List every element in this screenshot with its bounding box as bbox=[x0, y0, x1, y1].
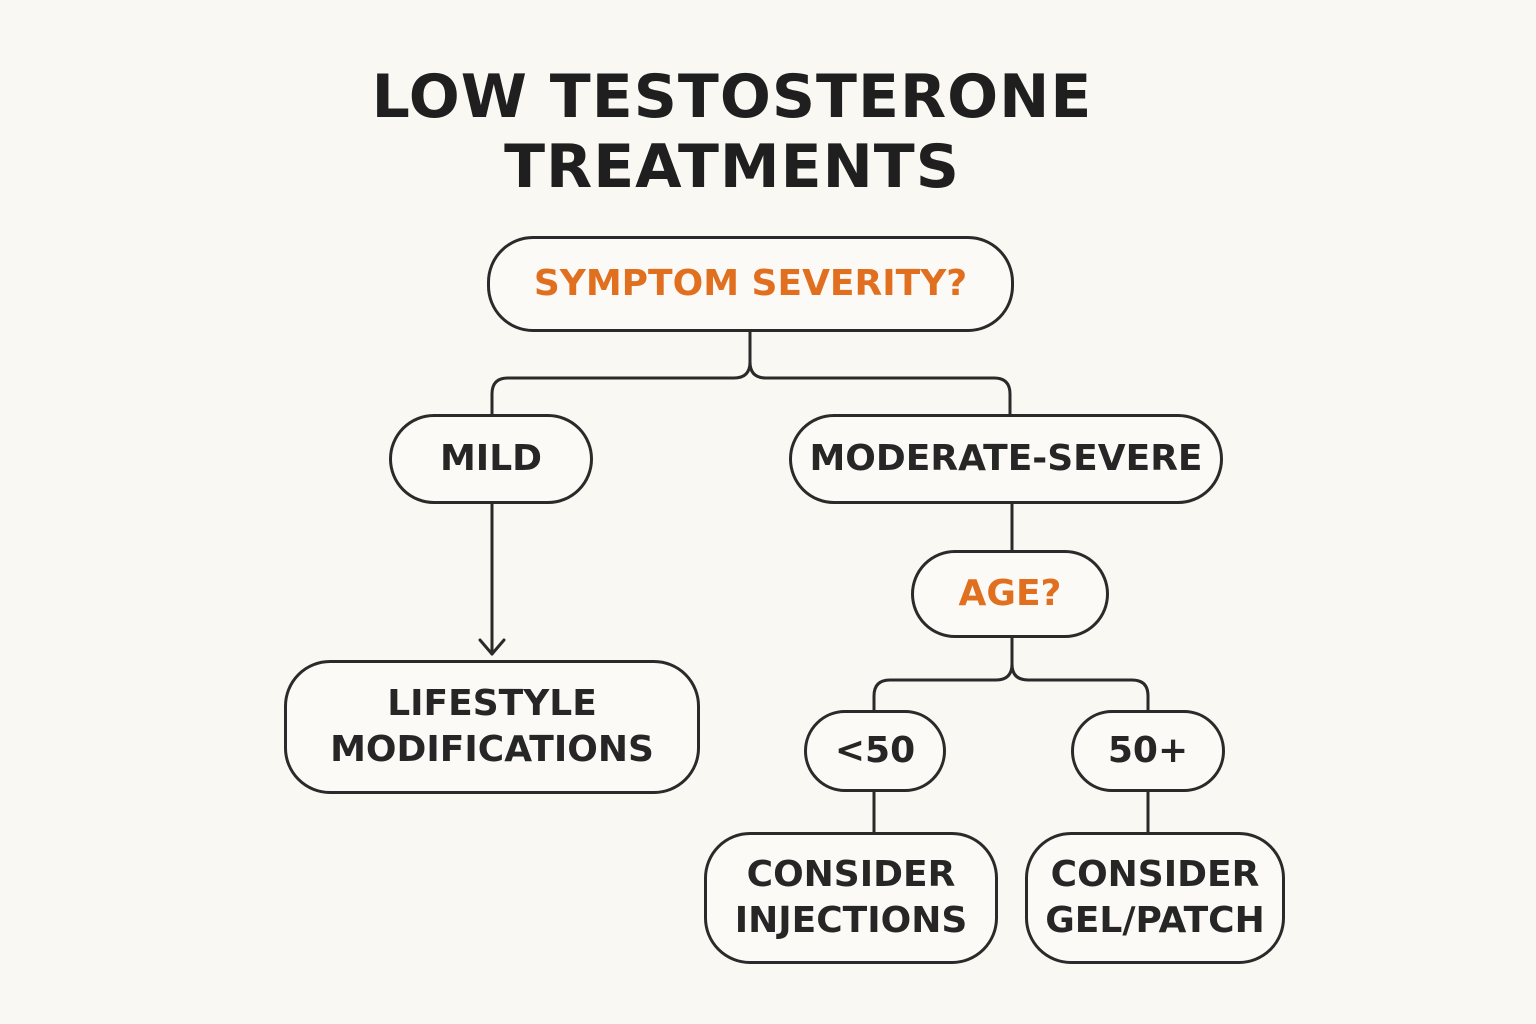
consider-injections-line-2: INJECTIONS bbox=[734, 900, 968, 941]
over-50-node: 50+ bbox=[1071, 710, 1225, 792]
connector-age-to-branches bbox=[872, 636, 1150, 712]
symptom-severity-node: SYMPTOM SEVERITY? bbox=[487, 236, 1014, 332]
consider-injections-node: CONSIDER INJECTIONS bbox=[704, 832, 998, 964]
diagram-title-line-1: LOW TESTOSTERONE bbox=[371, 62, 1093, 132]
connector-root-to-branches bbox=[490, 330, 1012, 416]
arrowhead-lifestyle bbox=[478, 638, 506, 656]
under-50-label: <50 bbox=[834, 730, 916, 771]
mild-label: MILD bbox=[439, 438, 543, 479]
consider-gel-patch-line-2: GEL/PATCH bbox=[1045, 900, 1265, 941]
lifestyle-modifications-node: LIFESTYLE MODIFICATIONS bbox=[284, 660, 700, 794]
mild-node: MILD bbox=[389, 414, 593, 504]
consider-gel-patch-node: CONSIDER GEL/PATCH bbox=[1025, 832, 1285, 964]
over-50-label: 50+ bbox=[1107, 730, 1189, 771]
age-label: AGE? bbox=[958, 573, 1062, 614]
diagram-title-line-2: TREATMENTS bbox=[504, 132, 960, 202]
consider-injections-line-1: CONSIDER bbox=[746, 854, 956, 895]
moderate-severe-label: MODERATE-SEVERE bbox=[809, 438, 1203, 479]
symptom-severity-label: SYMPTOM SEVERITY? bbox=[533, 263, 968, 304]
age-node: AGE? bbox=[911, 550, 1109, 638]
lifestyle-modifications-line-2: MODIFICATIONS bbox=[330, 729, 654, 770]
under-50-node: <50 bbox=[804, 710, 946, 792]
lifestyle-modifications-line-1: LIFESTYLE bbox=[387, 683, 597, 724]
consider-gel-patch-line-1: CONSIDER bbox=[1050, 854, 1260, 895]
diagram-title: LOW TESTOSTERONE TREATMENTS bbox=[0, 62, 1464, 202]
moderate-severe-node: MODERATE-SEVERE bbox=[789, 414, 1223, 504]
